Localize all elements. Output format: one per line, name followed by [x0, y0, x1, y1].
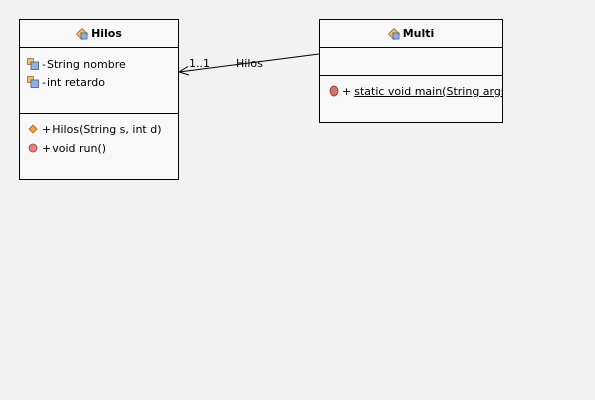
attributes-compartment: [320, 48, 502, 76]
visibility-marker: +: [342, 84, 352, 98]
class-hilos-header: Hilos: [20, 20, 178, 48]
class-name: Hilos: [91, 27, 122, 40]
operation-text: Hilos(String s, int d): [52, 122, 162, 136]
attribute-text: String nombre: [46, 57, 126, 71]
class-icon: [76, 27, 89, 40]
operations-compartment: + Hilos(String s, int d) + void run(): [20, 114, 178, 179]
attribute-row[interactable]: - int retardo: [27, 75, 105, 89]
class-hilos[interactable]: Hilos - String nombre - int retardo: [19, 19, 179, 180]
class-multi[interactable]: Multi + static void main(String args: [319, 19, 503, 123]
private-field-icon: [27, 76, 39, 88]
operations-compartment: + static void main(String args: [320, 76, 502, 122]
attribute-row[interactable]: - String nombre: [27, 57, 126, 71]
association-arrowhead: [177, 66, 190, 76]
operation-row[interactable]: + Hilos(String s, int d): [27, 122, 162, 136]
association-multiplicity: 1..1: [189, 57, 210, 70]
association-line[interactable]: [178, 53, 320, 73]
class-multi-header: Multi: [320, 20, 502, 48]
private-field-icon: [27, 58, 39, 70]
constructor-icon: [28, 124, 38, 134]
visibility-marker: -: [42, 57, 46, 71]
operation-text: void run(): [52, 141, 107, 155]
operation-row[interactable]: + static void main(String args: [329, 84, 502, 98]
method-icon: [28, 143, 38, 153]
static-method-icon: [329, 85, 339, 97]
visibility-marker: +: [42, 141, 52, 155]
class-name: Multi: [402, 27, 435, 40]
association-name: Hilos: [236, 57, 263, 70]
operation-row[interactable]: + void run(): [27, 141, 106, 155]
visibility-marker: -: [42, 75, 46, 89]
operation-text: static void main(String args: [354, 84, 502, 98]
visibility-marker: +: [42, 122, 52, 136]
attributes-compartment: - String nombre - int retardo: [20, 48, 178, 114]
attribute-text: int retardo: [46, 75, 105, 89]
class-icon: [387, 27, 400, 40]
